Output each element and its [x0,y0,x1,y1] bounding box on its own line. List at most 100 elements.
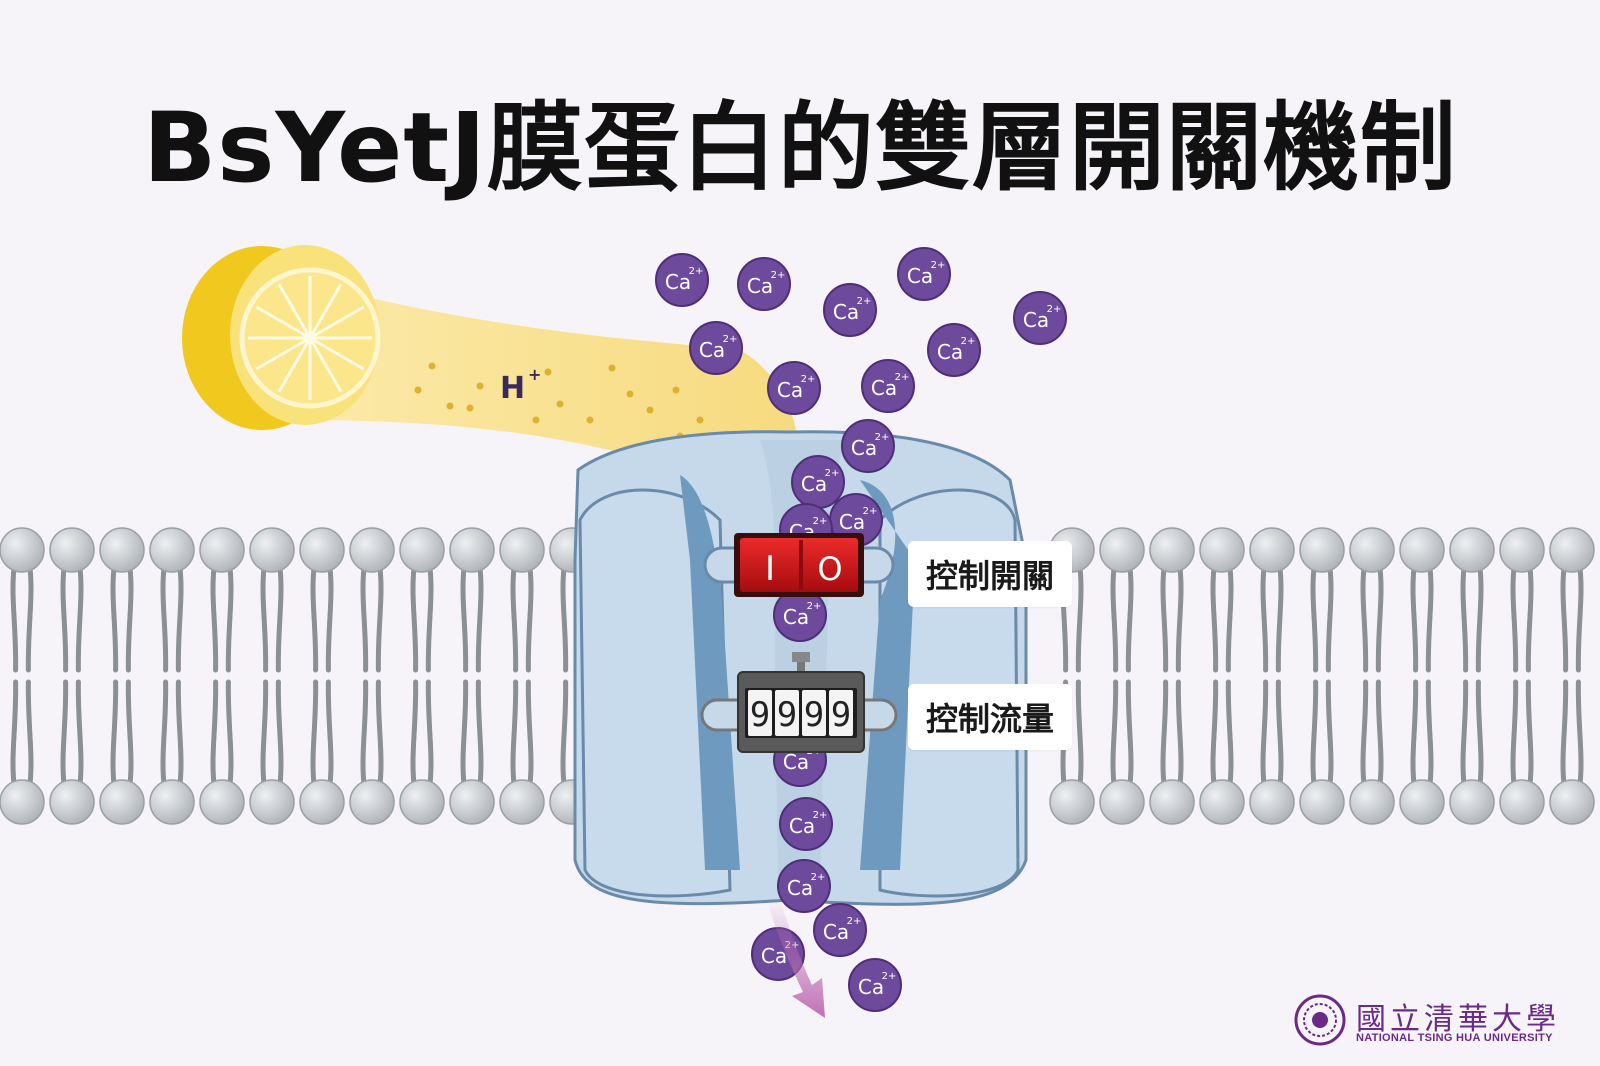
page-title: BsYetJ膜蛋白的雙層開關機制 [143,92,1457,204]
university-name-en: NATIONAL TSING HUA UNIVERSITY [1356,1032,1553,1044]
calcium-ion: Ca2+ [779,797,833,851]
counter-digit-cell [802,690,826,736]
lipid [1299,679,1345,825]
svg-text:2+: 2+ [813,810,828,821]
counter-digit: 9 [777,695,797,735]
svg-text:2+: 2+ [857,296,872,307]
svg-text:Ca: Ca [858,975,884,999]
calcium-ion: Ca2+ [823,283,877,337]
svg-text:2+: 2+ [882,971,897,982]
calcium-ion: Ca2+ [897,247,951,301]
lipid [1099,679,1145,825]
proton-dot [586,416,594,424]
svg-text:Ca: Ca [761,944,787,968]
lipid [449,527,495,673]
lipid [1099,527,1145,673]
svg-text:Ca: Ca [747,274,773,298]
svg-text:2+: 2+ [807,601,822,612]
lipid [249,527,295,673]
lipid [399,527,445,673]
flow-label: 控制流量 [908,684,1073,750]
calcium-ion: Ca2+ [861,359,915,413]
calcium-ion: Ca2+ [791,455,845,509]
proton-dot [476,382,484,390]
svg-text:2+: 2+ [1047,304,1062,315]
lipid [299,527,345,673]
lipid [399,679,445,825]
calcium-ion: Ca2+ [737,257,791,311]
svg-text:2+: 2+ [813,516,828,527]
svg-text:Ca: Ca [937,340,963,364]
svg-text:Ca: Ca [789,814,815,838]
svg-text:2+: 2+ [689,266,704,277]
calcium-ion: Ca2+ [848,958,902,1012]
lipid [149,679,195,825]
svg-text:Ca: Ca [1023,308,1049,332]
proton-dot [672,386,680,394]
lipid [199,527,245,673]
lipid [249,679,295,825]
lipid [1499,527,1545,673]
counter-digit-cell [748,690,772,736]
svg-text:Ca: Ca [783,750,809,774]
svg-text:2+: 2+ [895,372,910,383]
switch-off-symbol: O [817,550,842,588]
counter-digit: 9 [804,695,824,735]
lipid [1199,679,1245,825]
calcium-ion: Ca2+ [767,361,821,415]
proton-dot [626,390,634,398]
svg-text:Ca: Ca [871,376,897,400]
svg-text:Ca: Ca [783,605,809,629]
lipid [1549,679,1595,825]
counter-digit-cell [829,690,853,736]
lemon-icon [182,245,381,430]
lipid [1549,527,1595,673]
calcium-ions: Ca2+Ca2+Ca2+Ca2+Ca2+Ca2+Ca2+Ca2+Ca2+Ca2+… [655,247,1067,1012]
svg-text:Ca: Ca [823,920,849,944]
lipid [1199,527,1245,673]
lipid [349,527,395,673]
svg-text:Ca: Ca [839,510,865,534]
svg-text:2+: 2+ [801,374,816,385]
control-switch[interactable]: I O [703,533,895,597]
proton-dot [556,400,564,408]
lipid [0,679,45,825]
proton-dot [428,362,436,370]
lipid [449,679,495,825]
lipid [1149,679,1195,825]
lipid [199,679,245,825]
lipid [1499,679,1545,825]
counter-digit: 9 [831,695,851,735]
svg-text:2+: 2+ [875,432,890,443]
lipid [99,527,145,673]
svg-text:Ca: Ca [801,472,827,496]
lipid [499,527,545,673]
svg-text:Ca: Ca [851,436,877,460]
calcium-ion: Ca2+ [927,323,981,377]
svg-text:2+: 2+ [931,260,946,271]
switch-label: 控制開關 [908,541,1073,607]
lipid [49,679,95,825]
svg-text:2+: 2+ [723,334,738,345]
proton-charge: + [528,365,541,384]
svg-text:Ca: Ca [699,338,725,362]
lipid [149,527,195,673]
lipid [1449,527,1495,673]
svg-text:2+: 2+ [961,336,976,347]
lipid [1399,679,1445,825]
lipid [1449,679,1495,825]
lipid [99,679,145,825]
university-name-zh: 國立清華大學 [1356,1002,1560,1037]
svg-text:Ca: Ca [787,876,813,900]
svg-text:Ca: Ca [777,378,803,402]
lipid [349,679,395,825]
proton-dot [446,402,454,410]
lipid [1349,679,1395,825]
calcium-ion: Ca2+ [655,253,709,307]
svg-text:Ca: Ca [665,270,691,294]
proton-dot [696,416,704,424]
proton-dot [414,386,422,394]
lipid [1249,679,1295,825]
svg-text:Ca: Ca [907,264,933,288]
